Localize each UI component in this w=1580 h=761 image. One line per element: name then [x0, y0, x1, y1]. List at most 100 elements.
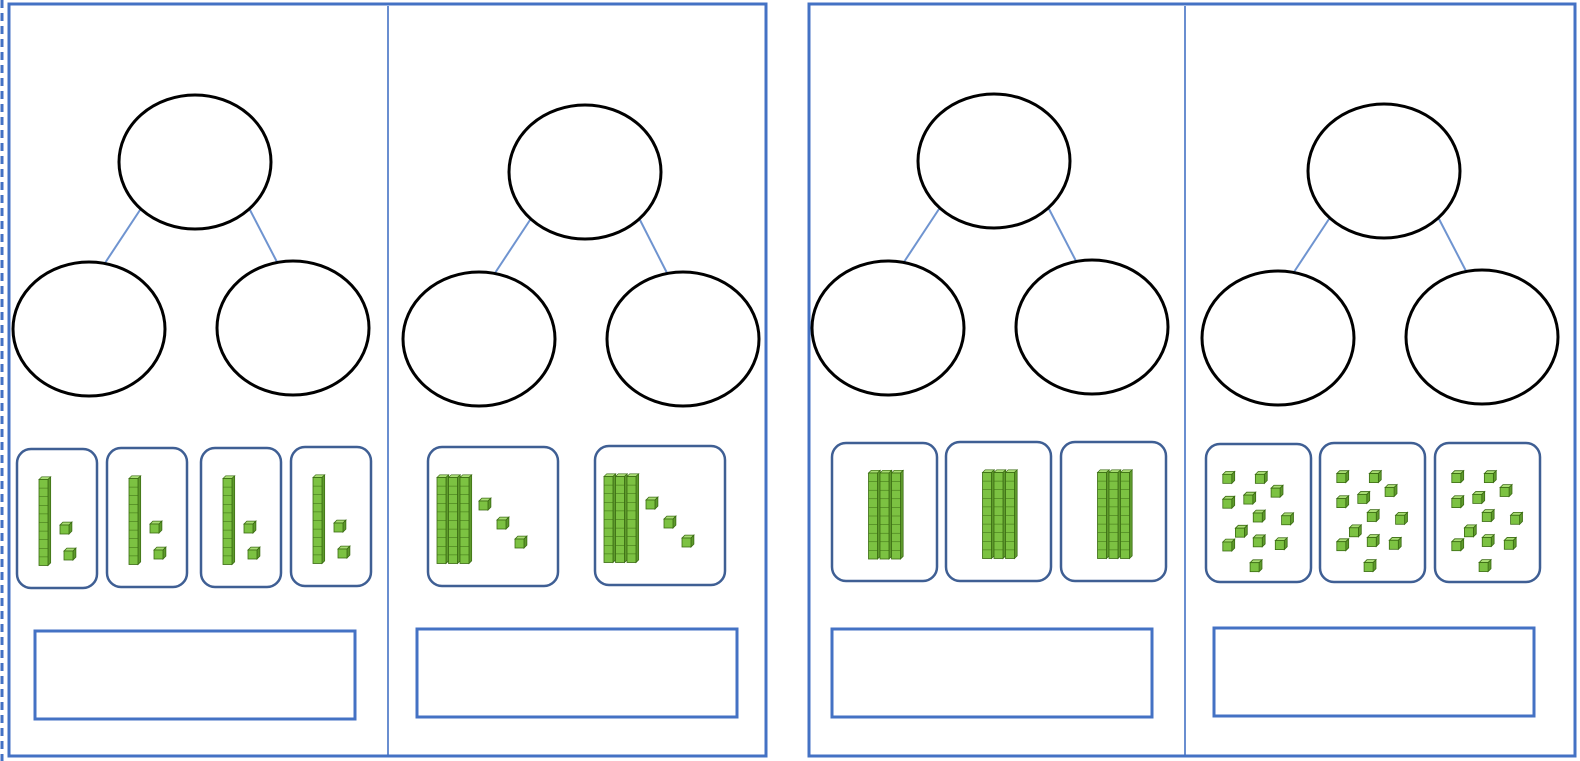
panel-2-1 — [810, 92, 1170, 719]
block-card — [105, 446, 189, 589]
block-card — [426, 445, 560, 588]
block-card — [1059, 440, 1168, 583]
unit-cube — [1481, 533, 1496, 548]
block-card — [1318, 441, 1427, 584]
unit-cube — [1234, 524, 1249, 539]
block-card-frame — [199, 446, 283, 589]
unit-cube — [1335, 469, 1350, 484]
part-circle-right[interactable] — [1404, 268, 1560, 406]
connector-line-right — [1438, 218, 1467, 272]
unit-cube — [1221, 470, 1236, 485]
unit-cube — [1348, 523, 1363, 538]
unit-cube — [1335, 537, 1350, 552]
part-circle-left[interactable] — [401, 270, 557, 408]
part-circle-left[interactable] — [11, 260, 167, 398]
answer-box[interactable] — [33, 629, 357, 721]
ten-rod — [867, 469, 882, 560]
block-card — [199, 446, 283, 589]
answer-box[interactable] — [415, 627, 739, 719]
answer-box[interactable] — [1212, 626, 1536, 718]
unit-cube — [1254, 470, 1269, 485]
whole-circle[interactable] — [1306, 102, 1462, 240]
unit-cube — [1368, 469, 1383, 484]
unit-cube — [645, 496, 659, 510]
ten-rod — [222, 474, 236, 566]
connector-line-left — [903, 208, 940, 263]
unit-cube — [337, 545, 351, 559]
unit-cube — [478, 497, 492, 511]
unit-cube — [59, 521, 73, 535]
ten-rod — [603, 472, 617, 564]
panel-1-2 — [401, 103, 761, 719]
sheet-1 — [7, 2, 768, 758]
part-circle-right[interactable] — [605, 270, 761, 408]
unit-cube — [1450, 537, 1465, 552]
part-circle-left[interactable] — [810, 259, 966, 397]
ten-rod — [614, 472, 629, 564]
unit-cube — [1252, 533, 1267, 548]
unit-cube — [1388, 536, 1403, 551]
unit-cube — [1363, 558, 1377, 573]
unit-cube — [333, 519, 347, 533]
ten-rod — [879, 469, 893, 560]
block-card-frame — [105, 446, 189, 589]
unit-cube — [514, 535, 528, 549]
unit-cube — [63, 547, 77, 561]
ten-rod — [1004, 468, 1019, 560]
answer-box[interactable] — [830, 627, 1154, 719]
block-card — [15, 447, 99, 590]
unit-cube — [1450, 469, 1465, 484]
connector-line-right — [249, 209, 278, 263]
unit-cube — [1366, 533, 1381, 548]
unit-cube — [1356, 490, 1371, 505]
unit-cube — [1463, 523, 1478, 538]
ten-rod — [128, 474, 142, 566]
block-card — [1433, 441, 1542, 584]
sheet-2 — [807, 2, 1577, 758]
ten-rod — [1108, 468, 1122, 560]
ten-rod — [1119, 468, 1134, 560]
ten-rod — [993, 468, 1007, 560]
part-circle-right[interactable] — [1014, 258, 1170, 396]
block-card — [593, 444, 727, 587]
unit-cube — [1249, 558, 1263, 573]
unit-cube — [1280, 511, 1295, 526]
ten-rod — [312, 473, 326, 565]
unit-cube — [243, 520, 257, 534]
unit-cube — [1481, 508, 1496, 523]
ten-rod — [981, 468, 996, 560]
part-circle-right[interactable] — [215, 259, 371, 397]
unit-cube — [149, 520, 163, 534]
sheet-frame — [807, 2, 1577, 758]
unit-cube — [663, 515, 677, 529]
part-circle-left[interactable] — [1200, 269, 1356, 407]
unit-cube — [681, 534, 695, 548]
block-card — [830, 441, 939, 583]
connector-line-left — [1293, 218, 1330, 273]
whole-circle[interactable] — [117, 93, 273, 231]
ten-rod — [459, 473, 473, 565]
unit-cube — [1478, 558, 1492, 573]
block-card-frame — [289, 445, 373, 588]
unit-cube — [247, 546, 261, 560]
unit-cube — [1499, 483, 1513, 498]
unit-cube — [1335, 494, 1350, 509]
ten-rod — [626, 472, 640, 564]
unit-cube — [1221, 495, 1236, 510]
unit-cube — [1471, 490, 1486, 505]
connector-line-left — [104, 209, 141, 264]
unit-cube — [1509, 511, 1524, 526]
whole-circle[interactable] — [507, 103, 663, 241]
whole-circle[interactable] — [916, 92, 1072, 230]
unit-cube — [1242, 491, 1257, 506]
unit-cube — [1274, 536, 1289, 551]
connector-line-right — [1048, 208, 1077, 262]
ten-rod — [890, 469, 905, 560]
unit-cube — [1384, 483, 1398, 498]
block-card-frame — [15, 447, 99, 590]
unit-cube — [1483, 469, 1498, 484]
block-card — [289, 445, 373, 588]
unit-cube — [1503, 536, 1518, 551]
unit-cube — [1252, 509, 1267, 523]
